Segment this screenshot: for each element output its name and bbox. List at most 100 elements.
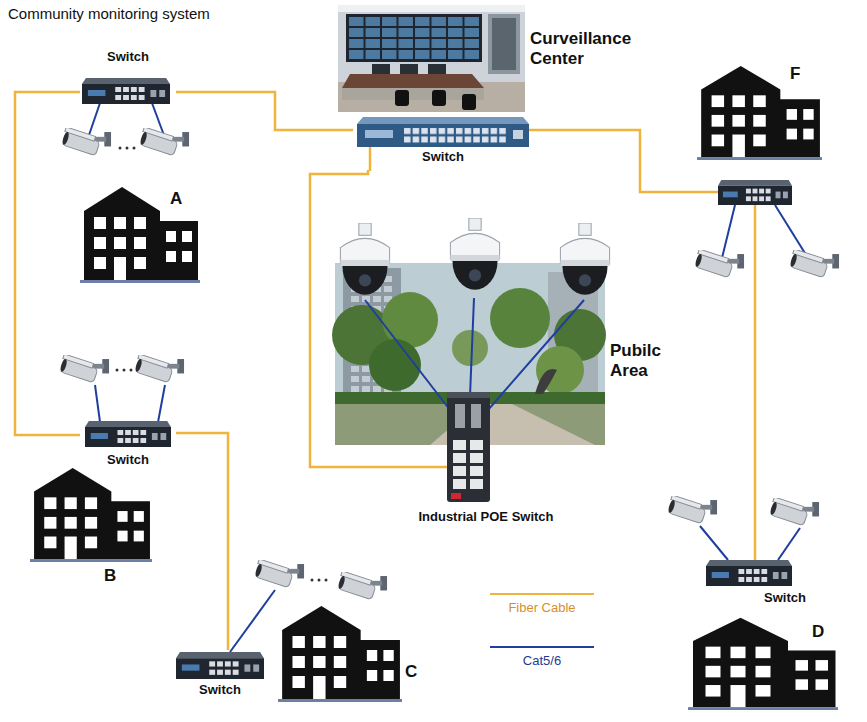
port xyxy=(470,453,483,463)
core-switch xyxy=(357,117,529,147)
fiber-cable xyxy=(176,92,353,130)
fiber-cable xyxy=(310,170,398,467)
network-switch xyxy=(85,421,171,447)
node-label: C xyxy=(405,662,417,682)
node-label: Switch xyxy=(353,150,533,165)
bullet-camera xyxy=(694,249,744,278)
fiber-cable xyxy=(528,130,718,192)
node-label: D xyxy=(812,622,824,642)
core-switch-node: Switch xyxy=(353,114,533,170)
dot xyxy=(126,147,129,150)
building-node: A xyxy=(78,180,202,288)
monitor xyxy=(400,64,418,74)
dot xyxy=(318,579,321,582)
console-desk xyxy=(342,74,484,88)
building-silhouette xyxy=(688,618,838,710)
bullet-camera xyxy=(789,249,839,278)
cat-cable xyxy=(775,205,808,258)
building-node: F xyxy=(694,58,824,164)
tree xyxy=(490,288,550,348)
port xyxy=(453,440,466,450)
dot xyxy=(119,147,122,150)
diagram-title: Community monitoring system xyxy=(8,5,210,22)
port xyxy=(470,479,483,489)
cat-cable xyxy=(88,103,100,138)
device-top xyxy=(447,392,490,398)
network-switch xyxy=(718,180,792,205)
dot xyxy=(311,579,314,582)
cat-cable xyxy=(488,300,584,410)
port xyxy=(453,453,466,463)
sculpture xyxy=(535,369,557,394)
bullet-camera xyxy=(59,354,109,383)
fiber-cable xyxy=(754,205,757,560)
cat-cable xyxy=(778,528,800,560)
node-label: Switch xyxy=(172,683,268,698)
node-label: Switch xyxy=(80,453,176,468)
port xyxy=(453,479,466,489)
tree xyxy=(369,339,421,391)
surveillance-center: Curveillance Center xyxy=(336,3,666,113)
legend-item: Cat5/6 xyxy=(488,643,598,683)
node-label: A xyxy=(170,189,182,209)
switch-node: Switch xyxy=(172,650,268,700)
network-switch xyxy=(176,652,264,679)
network-switch xyxy=(706,560,792,586)
bullet-camera xyxy=(61,127,111,156)
surveillance-photo xyxy=(338,5,525,112)
switch-node: Switch xyxy=(80,420,176,472)
cat-cable xyxy=(230,590,275,652)
tree xyxy=(536,346,584,394)
chair xyxy=(462,94,476,110)
cat-cables xyxy=(88,103,808,652)
port xyxy=(453,466,466,476)
switch-node: Switch xyxy=(80,50,176,106)
brand-mark xyxy=(451,493,461,499)
node-label: B xyxy=(104,566,116,586)
building-node: D xyxy=(684,610,846,714)
cat-cable xyxy=(722,205,735,258)
fiber-wires xyxy=(370,130,755,560)
fiber-cable xyxy=(398,466,447,469)
node-label: Switch xyxy=(80,50,176,65)
legend-line xyxy=(490,646,594,648)
fiber-cable xyxy=(176,433,228,650)
cat-cable xyxy=(470,298,474,396)
legend: Fiber CableCat5/6 xyxy=(488,590,600,696)
node-label: Curveillance Center xyxy=(530,29,655,68)
node-label: F xyxy=(790,64,800,84)
fiber-cable xyxy=(369,147,372,171)
server-rack xyxy=(488,14,520,74)
room-ceiling xyxy=(338,5,525,12)
bullet-camera xyxy=(769,497,819,526)
cat-cable xyxy=(365,300,450,410)
building-silhouette xyxy=(30,468,152,562)
dot xyxy=(116,369,119,372)
chair xyxy=(395,90,409,106)
node-label: Pubilc Area xyxy=(610,341,676,380)
monitor xyxy=(428,64,446,74)
port xyxy=(470,440,483,450)
building-silhouette xyxy=(278,606,402,702)
bullet-camera xyxy=(254,559,304,588)
chair xyxy=(432,90,446,106)
node-label: Industrial POE Switch xyxy=(398,510,574,525)
dot xyxy=(325,579,328,582)
video-screens xyxy=(348,16,480,60)
device-body xyxy=(447,392,490,502)
ptz-camera xyxy=(560,223,609,295)
dot xyxy=(130,369,133,372)
public-area: Pubilc Area xyxy=(333,261,679,448)
building-node: C xyxy=(276,598,422,708)
tree xyxy=(452,330,488,366)
cat-cable xyxy=(158,385,165,422)
legend-item: Fiber Cable xyxy=(488,590,598,630)
bullet-camera xyxy=(134,354,184,383)
sfp-port xyxy=(471,404,481,428)
legend-label: Fiber Cable xyxy=(488,601,596,616)
room-wall xyxy=(338,5,525,112)
dot xyxy=(133,147,136,150)
fiber-cable xyxy=(15,92,80,435)
